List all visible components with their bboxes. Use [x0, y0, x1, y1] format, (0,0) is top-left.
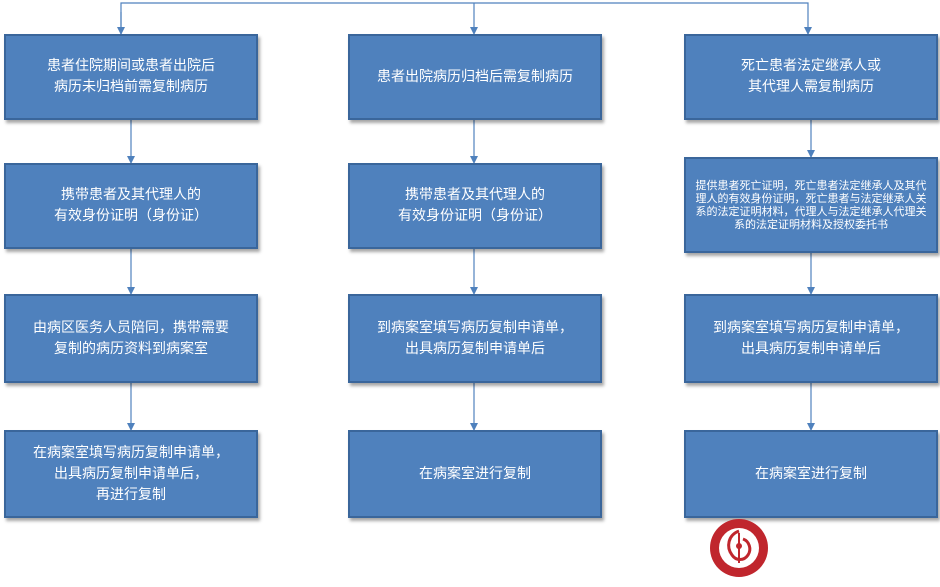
- hospital-logo-icon: [710, 519, 768, 577]
- col2-step4: 在病案室进行复制: [348, 430, 602, 518]
- col1-step2: 携带患者及其代理人的 有效身份证明（身份证）: [4, 163, 258, 249]
- col2-step2: 携带患者及其代理人的 有效身份证明（身份证）: [348, 163, 602, 249]
- col3-step3: 到病案室填写病历复制申请单， 出具病历复制申请单后: [684, 294, 938, 383]
- top-branch-line: [120, 2, 812, 35]
- col2-step1: 患者出院病历归档后需复制病历: [348, 34, 602, 120]
- col1-step3: 由病区医务人员陪同，携带需要 复制的病历资料到病案室: [4, 294, 258, 383]
- col3-step4: 在病案室进行复制: [684, 430, 938, 518]
- col3-step2: 提供患者死亡证明，死亡患者法定继承人及其代理人的有效身份证明，死亡患者与法定继承…: [684, 157, 938, 253]
- col1-step1: 患者住院期间或患者出院后 病历未归档前需复制病历: [4, 34, 258, 120]
- col2-step3: 到病案室填写病历复制申请单， 出具病历复制申请单后: [348, 294, 602, 383]
- col1-step4: 在病案室填写病历复制申请单， 出具病历复制申请单后， 再进行复制: [4, 430, 258, 518]
- col3-step1: 死亡患者法定继承人或 其代理人需复制病历: [684, 34, 938, 120]
